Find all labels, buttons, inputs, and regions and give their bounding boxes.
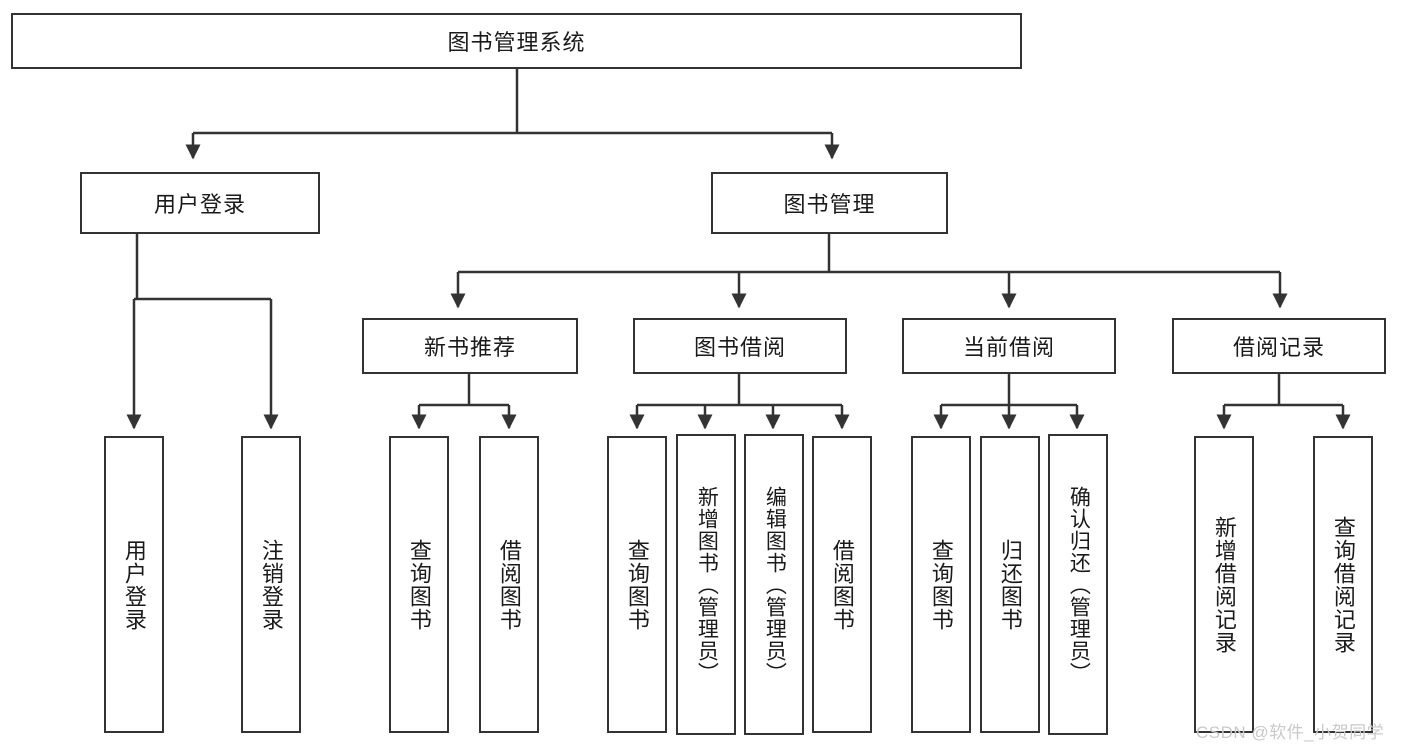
leaf-current-return-book-label: 归还图书 bbox=[997, 538, 1023, 631]
node-user-login[interactable]: 用户登录 bbox=[80, 172, 320, 234]
leaf-user-login-logout-label: 注销登录 bbox=[258, 538, 284, 631]
leaf-current-return-book[interactable]: 归还图书 bbox=[980, 436, 1040, 733]
leaf-record-query-record-label: 查询借阅记录 bbox=[1330, 515, 1356, 654]
leaf-borrow-add-book[interactable]: 新增图书（管理员） bbox=[676, 434, 736, 735]
watermark: CSDN @软件_小贺同学 bbox=[1196, 723, 1385, 742]
node-book-management[interactable]: 图书管理 bbox=[711, 172, 948, 234]
node-new-book-recommend[interactable]: 新书推荐 bbox=[362, 318, 578, 374]
leaf-current-confirm-return[interactable]: 确认归还（管理员） bbox=[1048, 434, 1108, 735]
leaf-borrow-borrow-book[interactable]: 借阅图书 bbox=[812, 436, 872, 733]
node-current-borrow[interactable]: 当前借阅 bbox=[902, 318, 1116, 374]
leaf-user-login-login[interactable]: 用户登录 bbox=[104, 436, 164, 733]
node-book-borrow-label: 图书借阅 bbox=[693, 335, 786, 360]
leaf-record-add-record[interactable]: 新增借阅记录 bbox=[1194, 436, 1254, 733]
leaf-borrow-add-book-label: 新增图书（管理员） bbox=[695, 485, 719, 684]
node-user-login-label: 用户登录 bbox=[153, 192, 246, 217]
node-book-borrow[interactable]: 图书借阅 bbox=[633, 318, 847, 374]
node-new-book-recommend-label: 新书推荐 bbox=[423, 335, 516, 360]
node-borrow-record[interactable]: 借阅记录 bbox=[1172, 318, 1386, 374]
leaf-borrow-query-book-label: 查询图书 bbox=[624, 538, 650, 631]
leaf-recommend-query-book[interactable]: 查询图书 bbox=[389, 436, 449, 733]
leaf-recommend-borrow-book[interactable]: 借阅图书 bbox=[479, 436, 539, 733]
leaf-borrow-query-book[interactable]: 查询图书 bbox=[607, 436, 667, 733]
leaf-current-query-book[interactable]: 查询图书 bbox=[911, 436, 971, 733]
leaf-user-login-login-label: 用户登录 bbox=[121, 538, 147, 631]
node-root-label: 图书管理系统 bbox=[447, 30, 586, 55]
leaf-recommend-query-book-label: 查询图书 bbox=[406, 538, 432, 631]
leaf-borrow-borrow-book-label: 借阅图书 bbox=[829, 538, 855, 631]
leaf-record-query-record[interactable]: 查询借阅记录 bbox=[1313, 436, 1373, 733]
node-borrow-record-label: 借阅记录 bbox=[1232, 335, 1325, 360]
leaf-borrow-edit-book[interactable]: 编辑图书（管理员） bbox=[744, 434, 804, 735]
leaf-borrow-edit-book-label: 编辑图书（管理员） bbox=[763, 485, 787, 684]
leaf-record-add-record-label: 新增借阅记录 bbox=[1211, 515, 1237, 654]
node-root[interactable]: 图书管理系统 bbox=[11, 13, 1022, 69]
node-book-management-label: 图书管理 bbox=[783, 192, 876, 217]
leaf-user-login-logout[interactable]: 注销登录 bbox=[241, 436, 301, 733]
leaf-recommend-borrow-book-label: 借阅图书 bbox=[496, 538, 522, 631]
leaf-current-confirm-return-label: 确认归还（管理员） bbox=[1067, 485, 1091, 684]
node-current-borrow-label: 当前借阅 bbox=[962, 335, 1055, 360]
leaf-current-query-book-label: 查询图书 bbox=[928, 538, 954, 631]
